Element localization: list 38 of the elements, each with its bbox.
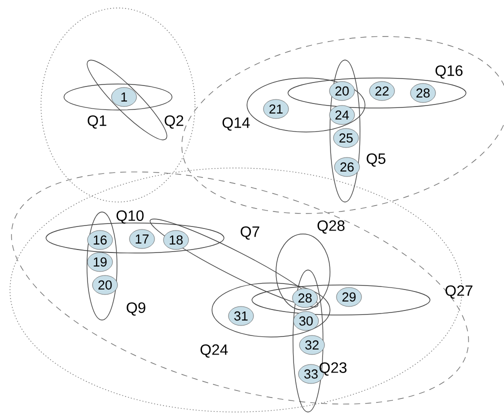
number-bubble: 32 bbox=[299, 335, 325, 355]
number-bubble: 16 bbox=[87, 230, 113, 250]
number-bubble: 30 bbox=[293, 311, 319, 331]
set-label: Q14 bbox=[222, 117, 250, 131]
number-bubble: 17 bbox=[129, 229, 155, 249]
set-label: Q7 bbox=[240, 226, 260, 240]
set-label: Q5 bbox=[366, 153, 386, 167]
number-bubble: 28 bbox=[292, 288, 318, 308]
number-bubble: 24 bbox=[329, 105, 355, 125]
number-bubble: 25 bbox=[333, 128, 359, 148]
number-bubble: 29 bbox=[336, 287, 362, 307]
number-bubble: 20 bbox=[329, 81, 355, 101]
number-bubble: 31 bbox=[228, 306, 254, 326]
set-label: Q10 bbox=[116, 210, 144, 224]
set-label: Q16 bbox=[436, 65, 463, 79]
set-ellipse bbox=[252, 284, 430, 316]
set-ellipse bbox=[288, 78, 466, 108]
set-ellipse bbox=[86, 212, 118, 320]
number-bubble: 18 bbox=[163, 230, 189, 250]
number-bubble: 22 bbox=[369, 81, 395, 101]
set-label: Q27 bbox=[446, 285, 472, 299]
number-bubble: 26 bbox=[334, 157, 360, 177]
set-ellipse bbox=[46, 222, 224, 254]
set-label: Q2 bbox=[164, 115, 184, 129]
number-bubble: 1 bbox=[111, 87, 137, 107]
set-label: Q28 bbox=[318, 220, 345, 234]
set-ellipse bbox=[64, 84, 172, 110]
number-bubble: 28 bbox=[410, 83, 436, 103]
number-bubble: 21 bbox=[263, 99, 289, 119]
set-ellipse bbox=[212, 282, 330, 338]
set-label: Q1 bbox=[88, 115, 106, 129]
number-bubble: 20 bbox=[92, 275, 118, 295]
set-ellipse bbox=[330, 60, 360, 202]
number-bubble: 19 bbox=[87, 252, 113, 272]
set-ellipse bbox=[276, 234, 330, 310]
group-ellipse bbox=[40, 8, 196, 202]
set-label: Q9 bbox=[126, 302, 146, 316]
set-label: Q24 bbox=[200, 344, 228, 358]
